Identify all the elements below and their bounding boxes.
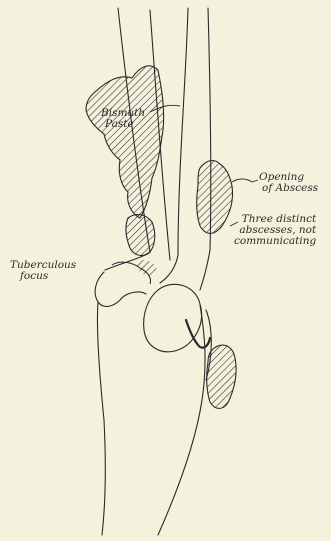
- patella: [144, 284, 202, 351]
- abscess-opening-mark: [232, 179, 252, 182]
- label-opening-of-abscess: Opening of Abscess: [259, 172, 318, 194]
- label-opening-line-2: of Abscess: [259, 183, 318, 194]
- femur-right-lower: [200, 250, 210, 290]
- label-three-line-3: communicating: [234, 236, 316, 247]
- abscess-lower-right: [207, 345, 236, 408]
- tibia-right-shaft: [158, 305, 205, 535]
- leader-opening: [252, 180, 258, 182]
- label-three-abscesses: Three distinct abscesses, not communicat…: [234, 214, 316, 247]
- bismuth-lower-blob: [126, 215, 155, 256]
- femur-inner-right: [178, 8, 188, 255]
- abscess-upper-right: [197, 161, 233, 234]
- label-tuber-line-2: focus: [10, 271, 76, 282]
- sinus-track: [186, 320, 210, 348]
- tibia-plateau: [95, 272, 146, 306]
- tibia-left-shaft: [97, 302, 105, 535]
- label-tuberculous-focus: Tuberculous focus: [10, 260, 76, 282]
- bismuth-paste-mass: [86, 66, 164, 218]
- joint-top: [160, 255, 178, 283]
- tuberculous-focus-hatch: [136, 260, 157, 276]
- label-bismuth-paste: Bismuth Paste: [101, 108, 145, 130]
- label-bismuth-line-2: Paste: [101, 119, 145, 130]
